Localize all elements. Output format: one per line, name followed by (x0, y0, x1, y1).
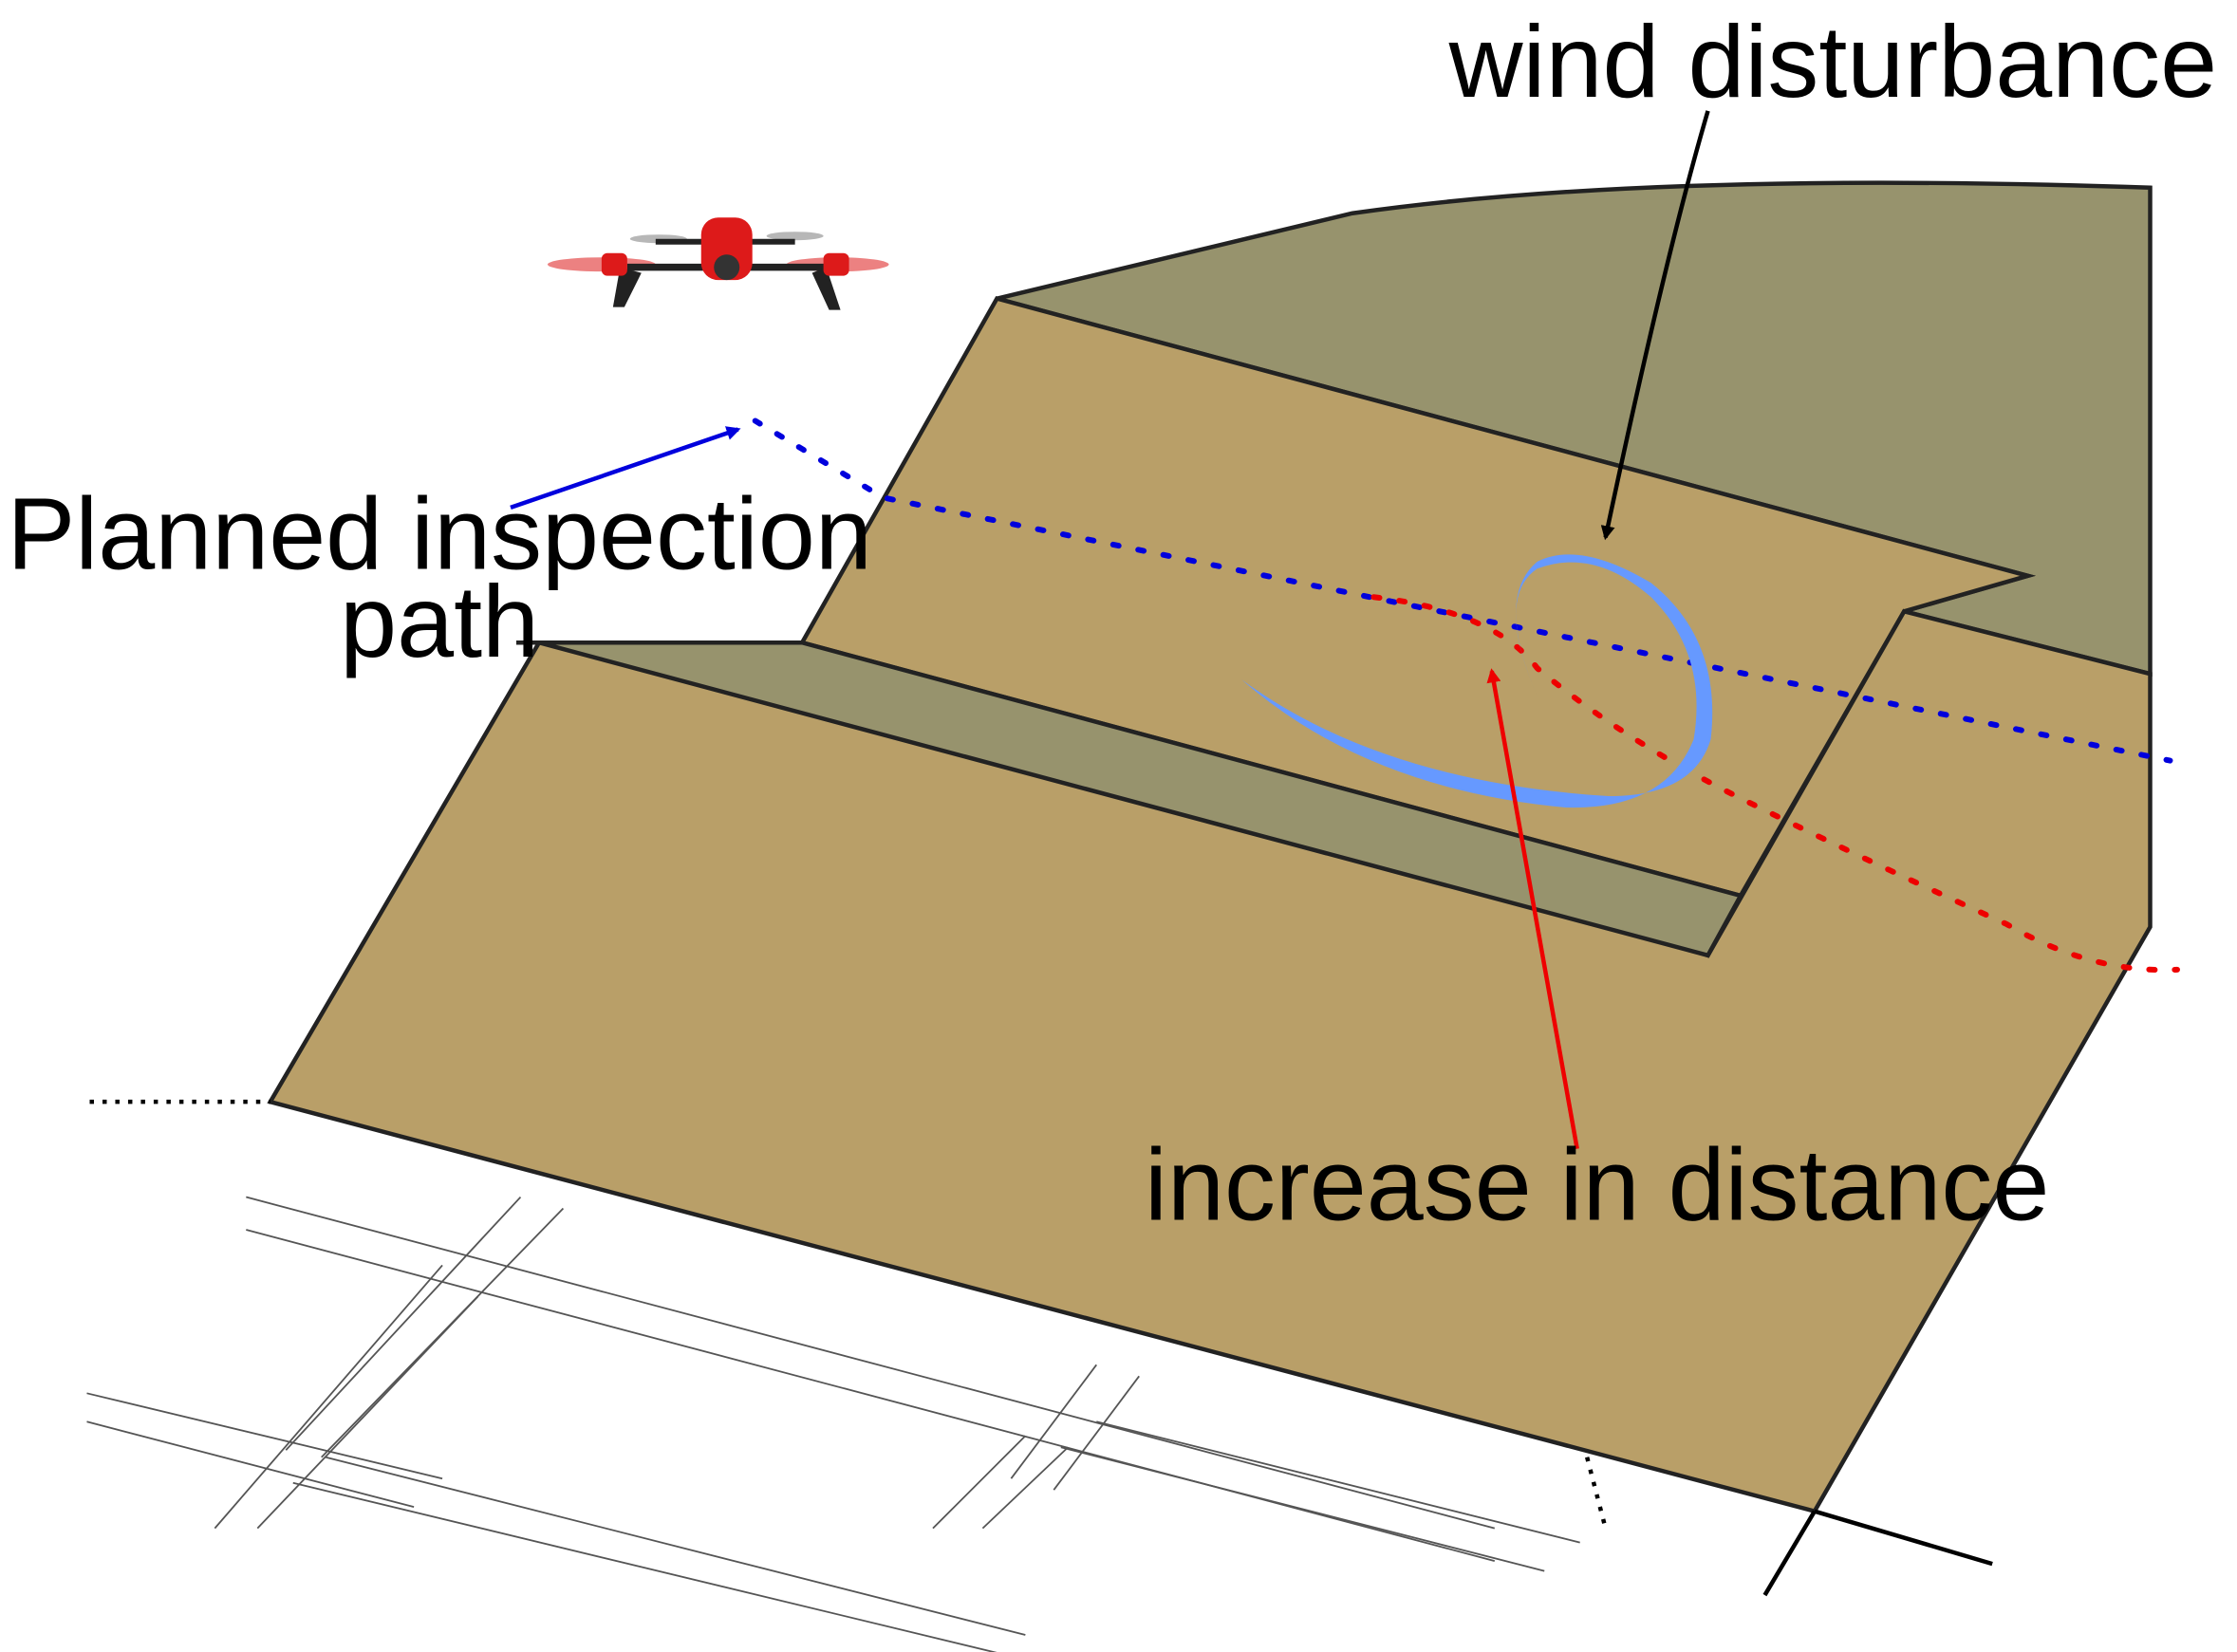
wind-arrow (1600, 110, 1710, 541)
planned-path-label-line2: path (340, 564, 539, 678)
road-grid (86, 1196, 1580, 1652)
increase-distance-label: increase in distance (1145, 1127, 2049, 1242)
upper-ground-area (996, 180, 2153, 678)
dotted-outlines (89, 1099, 1608, 1530)
planned-path-arrow (510, 426, 741, 510)
edge-lines (1762, 1509, 1993, 1597)
terrace-strip (538, 640, 1744, 958)
wind-swirl-icon (1241, 554, 1713, 808)
planned-inspection-path (752, 418, 2173, 764)
drone-icon (547, 217, 889, 310)
planned-path-label-line1: Planned inspection (7, 475, 871, 590)
increase-distance-arrow (1486, 668, 1579, 1150)
wind-disturbance-label: wind disturbance (1448, 4, 2217, 119)
